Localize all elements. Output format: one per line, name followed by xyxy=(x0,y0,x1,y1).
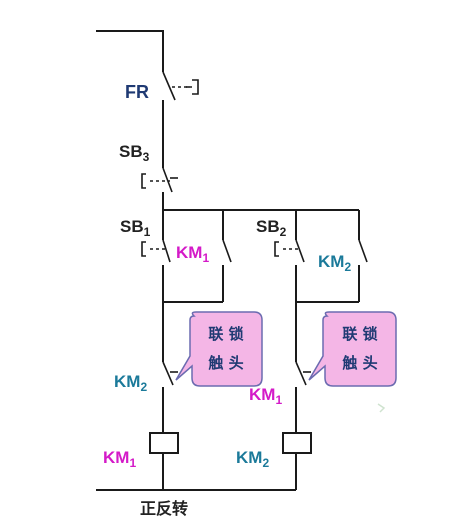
callout-right-line2: 触 头 xyxy=(342,354,377,372)
callout-right: 联 锁 触 头 xyxy=(308,311,397,387)
km1-coil xyxy=(149,432,179,490)
sb2-label: SB2 xyxy=(256,217,287,239)
km1-interlock-label: KM1 xyxy=(249,385,282,407)
km2-hold-contact xyxy=(358,210,368,302)
footer-title: 正反转 xyxy=(140,499,188,518)
fr-thermal-contact xyxy=(162,71,199,104)
km1-hold-contact xyxy=(222,210,232,302)
km1-interlock-contact xyxy=(295,302,311,433)
top-supply-wire xyxy=(96,30,164,72)
sb3-label: SB3 xyxy=(119,142,150,164)
callout-left-line1: 联 锁 xyxy=(208,325,243,343)
fr-label: FR xyxy=(125,82,149,102)
sb3-stop-button xyxy=(141,167,178,210)
decorative-mark xyxy=(377,403,386,413)
sb2-reverse-button xyxy=(274,210,305,302)
callout-right-line1: 联 锁 xyxy=(342,325,377,343)
km2-coil-label: KM2 xyxy=(236,448,269,470)
sb1-forward-button xyxy=(141,210,171,302)
callout-left-line2: 触 头 xyxy=(208,354,243,372)
km2-interlock-label: KM2 xyxy=(114,372,147,394)
km2-interlock-contact xyxy=(162,302,178,433)
callout-left: 联 锁 触 头 xyxy=(175,311,263,387)
km2-hold-label: KM2 xyxy=(318,252,351,274)
sb1-label: SB1 xyxy=(120,217,151,239)
km2-coil xyxy=(282,432,312,490)
km1-hold-label: KM1 xyxy=(176,243,209,265)
km1-coil-label: KM1 xyxy=(103,448,136,470)
